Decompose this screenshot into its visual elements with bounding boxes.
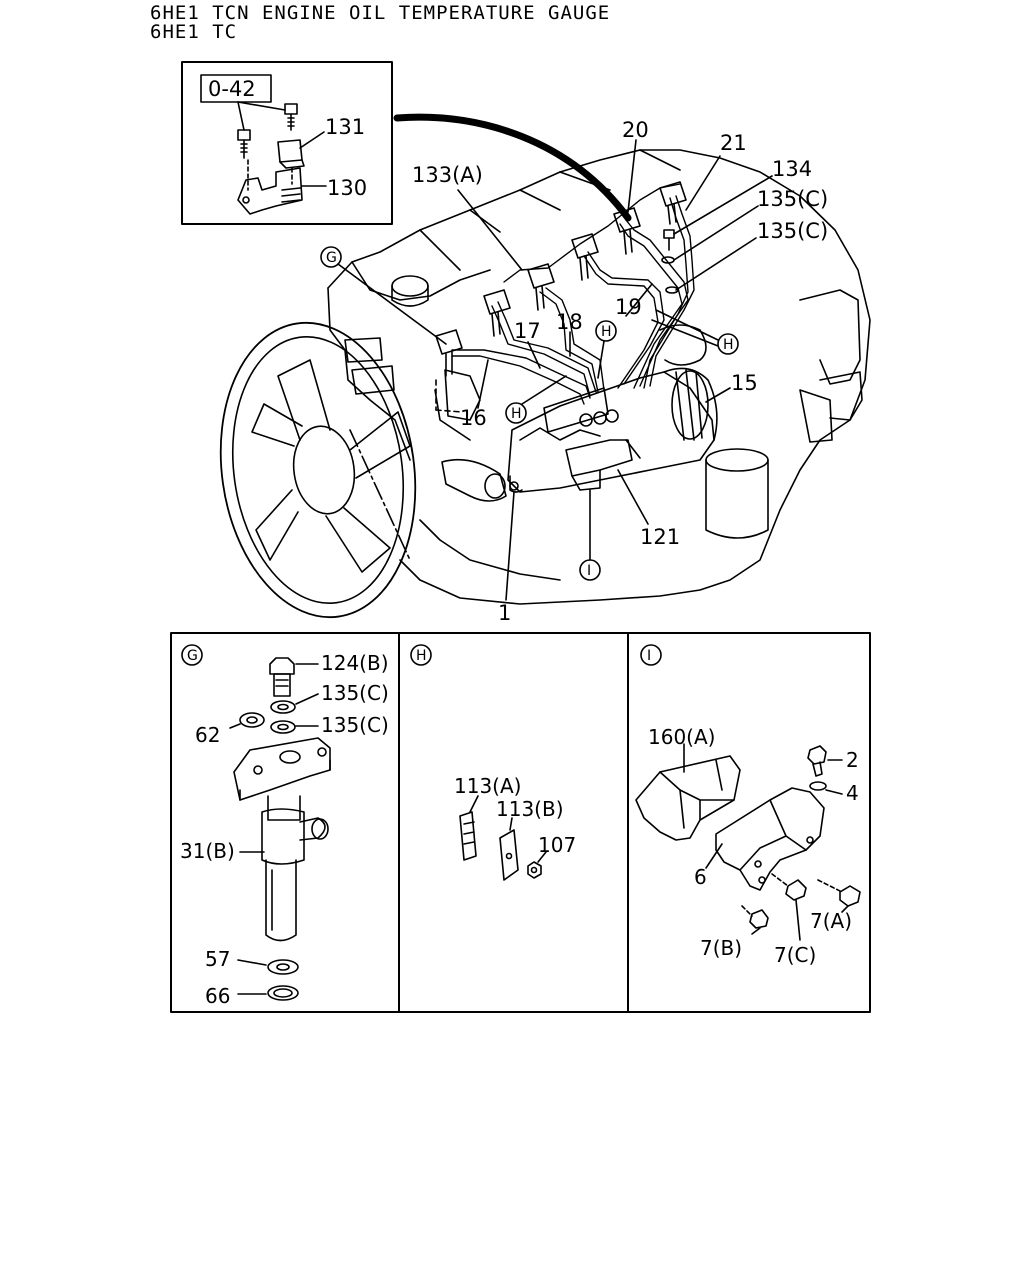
panel-g: G 124(B) 135(C) 135(C) 62 31(B) 57 bbox=[180, 644, 389, 1008]
marker-g: G bbox=[326, 250, 337, 266]
panel-h-letter: H bbox=[416, 648, 427, 664]
callout-7c: 7(C) bbox=[774, 943, 816, 967]
banjo-bolt bbox=[269, 657, 295, 675]
callout-131: 131 bbox=[325, 115, 365, 139]
marker-h1-circle bbox=[595, 320, 617, 342]
callout-130: 130 bbox=[327, 176, 367, 200]
marker-h3-circle bbox=[717, 333, 739, 355]
bolt-7c bbox=[785, 879, 807, 901]
callout-66: 66 bbox=[205, 984, 230, 1008]
callout-1: 1 bbox=[498, 601, 511, 625]
pipe-clip-113b bbox=[499, 829, 519, 881]
inset-clip-131 bbox=[277, 139, 305, 169]
callout-135c-a: 135(C) bbox=[757, 187, 828, 211]
callout-107: 107 bbox=[538, 833, 576, 857]
marker-h-1: H bbox=[601, 324, 612, 340]
callout-113b: 113(B) bbox=[496, 797, 564, 821]
panel-i: I 160(A) 6 2 4 7(A) 7(B) 7(C) bbox=[635, 644, 861, 967]
pump-fitting bbox=[509, 481, 519, 491]
callout-31b: 31(B) bbox=[180, 839, 235, 863]
callout-16: 16 bbox=[460, 406, 487, 430]
cushion-160a bbox=[635, 755, 741, 841]
inset-pointer-arrow bbox=[393, 113, 632, 222]
inset-frame bbox=[181, 61, 393, 225]
callout-19: 19 bbox=[615, 295, 642, 319]
callout-160a: 160(A) bbox=[648, 725, 715, 749]
panel-i-letter: I bbox=[647, 648, 651, 664]
ref-label: 0-42 bbox=[208, 77, 256, 101]
callout-135c-g2: 135(C) bbox=[321, 713, 389, 737]
callout-18: 18 bbox=[556, 310, 583, 334]
diagram-header: 6HE1 TCN ENGINE OIL TEMPERATURE GAUGE 6H… bbox=[150, 4, 610, 42]
callout-62: 62 bbox=[195, 723, 220, 747]
callout-113a: 113(A) bbox=[454, 774, 521, 798]
detail-panels-frame bbox=[170, 632, 871, 1013]
callout-7a: 7(A) bbox=[810, 909, 852, 933]
callout-20: 20 bbox=[622, 118, 649, 142]
nut-107 bbox=[527, 861, 542, 879]
callout-2: 2 bbox=[846, 748, 859, 772]
callout-124b: 124(B) bbox=[321, 651, 389, 675]
ref-box bbox=[200, 74, 272, 103]
inset-bolt-left bbox=[237, 129, 251, 159]
marker-h-2: H bbox=[511, 406, 522, 422]
callout-133a: 133(A) bbox=[412, 163, 483, 187]
bracket-6 bbox=[715, 787, 825, 891]
oil-filler-cap bbox=[391, 275, 429, 297]
main-markers: G H H H I bbox=[320, 246, 739, 581]
panel-h: H 113(A) 113(B) 107 bbox=[410, 644, 576, 881]
pipe-clip-113a bbox=[459, 811, 477, 861]
header-title: 6HE1 TCN ENGINE OIL TEMPERATURE GAUGE bbox=[150, 2, 611, 24]
callout-121: 121 bbox=[640, 525, 680, 549]
injection-pump bbox=[507, 367, 718, 493]
callout-15: 15 bbox=[731, 371, 758, 395]
injector-clamp bbox=[233, 737, 331, 801]
inset-bracket-130 bbox=[237, 159, 303, 215]
injectors bbox=[435, 181, 687, 377]
main-small-parts bbox=[435, 229, 679, 413]
inset-bolt-right bbox=[284, 103, 298, 131]
callout-4: 4 bbox=[846, 781, 859, 805]
marker-i: I bbox=[587, 563, 591, 579]
callout-6: 6 bbox=[694, 865, 707, 889]
engine-block-outline bbox=[327, 149, 871, 605]
detail-panels bbox=[170, 632, 871, 1013]
callout-17: 17 bbox=[514, 319, 541, 343]
main-callouts: 20 21 134 135(C) 135(C) 133(A) 19 18 17 … bbox=[412, 118, 828, 625]
header-subtitle: 6HE1 TC bbox=[150, 21, 238, 43]
bolt-2 bbox=[807, 745, 827, 765]
callout-21: 21 bbox=[720, 131, 747, 155]
marker-h-3: H bbox=[723, 337, 734, 353]
callout-57: 57 bbox=[205, 947, 230, 971]
oil-filter bbox=[705, 448, 769, 539]
bolt-7a bbox=[839, 885, 861, 907]
callout-135c-g1: 135(C) bbox=[321, 681, 389, 705]
marker-g-circle bbox=[320, 246, 342, 268]
engine-assembly bbox=[327, 149, 871, 605]
marker-h2-circle bbox=[505, 402, 527, 424]
bolt-7b bbox=[749, 909, 769, 929]
panel-g-letter: G bbox=[187, 648, 198, 664]
pump-bracket-121 bbox=[565, 439, 633, 477]
inset-detail: 0-42 131 130 bbox=[181, 61, 393, 225]
callout-7b: 7(B) bbox=[700, 936, 742, 960]
callout-135c-b: 135(C) bbox=[757, 219, 828, 243]
injector-body bbox=[261, 808, 305, 865]
cooling-fan bbox=[219, 321, 417, 619]
callout-134: 134 bbox=[772, 157, 812, 181]
